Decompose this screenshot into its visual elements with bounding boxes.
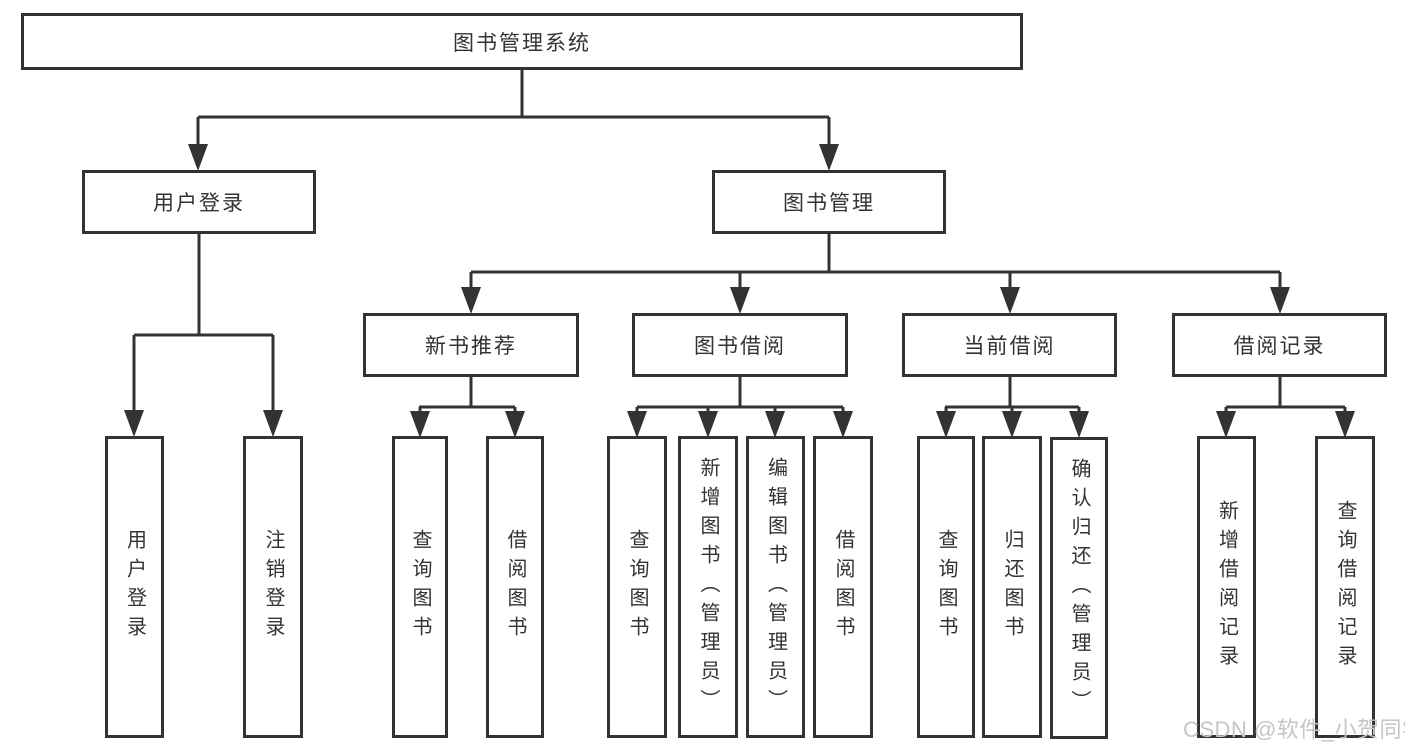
node-leaf-confirm-return-admin: 确认归还（管理员） (1050, 437, 1108, 739)
node-leaf-recommend-borrow-books: 借阅图书 (486, 436, 544, 738)
node-leaf-borrow-query-books: 查询图书 (607, 436, 667, 738)
node-borrow-records: 借阅记录 (1172, 313, 1387, 377)
node-library-management-system: 图书管理系统 (21, 13, 1023, 70)
node-leaf-borrow-borrow-books: 借阅图书 (813, 436, 873, 738)
node-current-borrow: 当前借阅 (902, 313, 1117, 377)
node-leaf-add-books-admin: 新增图书（管理员） (678, 436, 738, 738)
node-leaf-edit-books-admin: 编辑图书（管理员） (746, 436, 805, 738)
node-book-management: 图书管理 (712, 170, 946, 234)
node-leaf-logout: 注销登录 (243, 436, 303, 738)
node-leaf-add-borrow-record: 新增借阅记录 (1197, 436, 1256, 738)
node-user-login: 用户登录 (82, 170, 316, 234)
node-leaf-current-query-books: 查询图书 (917, 436, 975, 738)
node-leaf-recommend-query-books: 查询图书 (392, 436, 448, 738)
node-leaf-return-books: 归还图书 (982, 436, 1042, 738)
node-book-borrow: 图书借阅 (632, 313, 848, 377)
node-new-book-recommend: 新书推荐 (363, 313, 579, 377)
node-leaf-query-borrow-record: 查询借阅记录 (1315, 436, 1375, 738)
csdn-watermark: CSDN @软件_小贺同学 (1183, 717, 1405, 742)
node-leaf-user-login: 用户登录 (105, 436, 164, 738)
arrowheads (124, 144, 1355, 438)
